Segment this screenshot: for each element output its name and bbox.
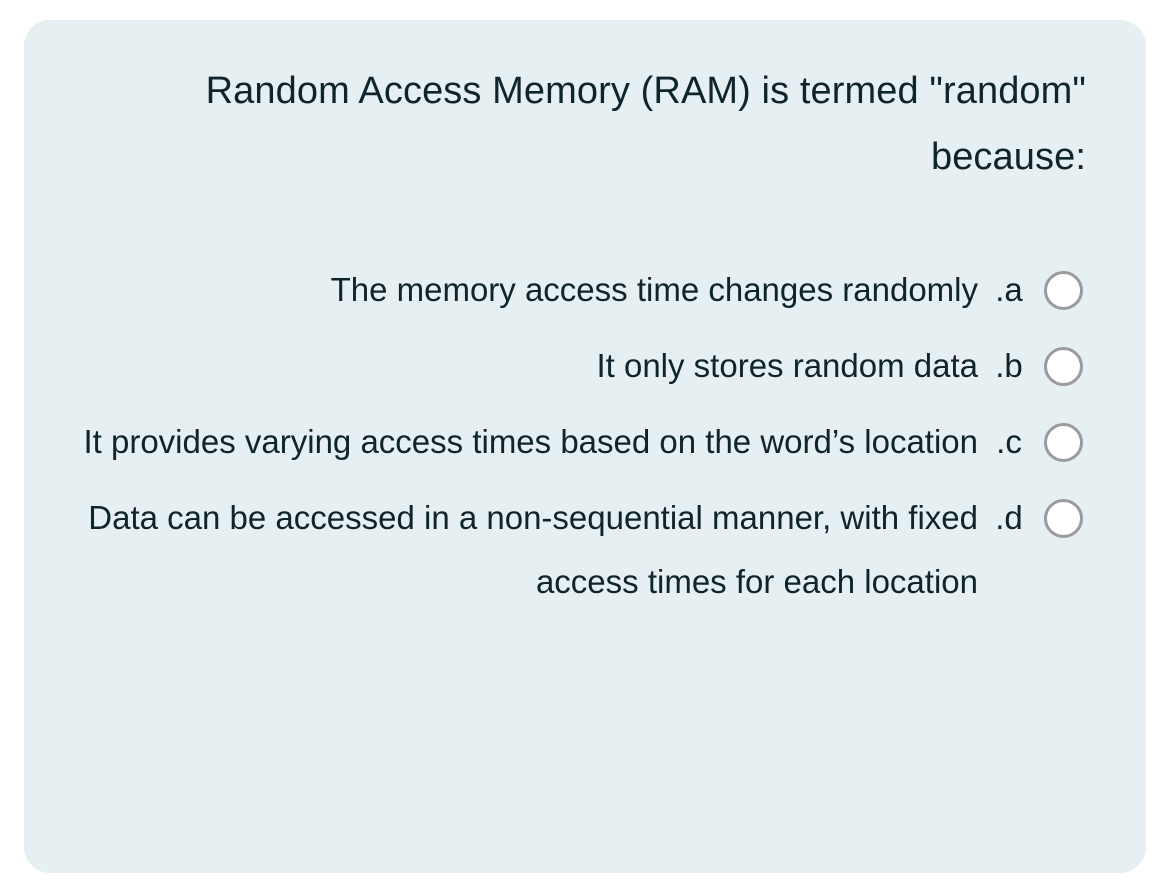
- radio-button-c[interactable]: [1043, 422, 1083, 462]
- answer-option-d-radio-cell: [1040, 486, 1086, 550]
- answer-option-b-text: It only stores random data: [596, 347, 978, 384]
- quiz-question-card: Random Access Memory (RAM) is termed "ra…: [24, 20, 1146, 873]
- answer-option-a-radio-cell: [1040, 258, 1086, 322]
- answer-option-c-label: .c: [996, 423, 1022, 460]
- answer-options-list: The memory access time changes randomly …: [60, 258, 1086, 626]
- answer-option-b[interactable]: It only stores random data .b: [60, 334, 1086, 398]
- answer-option-a-label: .a: [995, 271, 1023, 308]
- answer-option-a-text: The memory access time changes randomly: [330, 271, 978, 308]
- question-block: Random Access Memory (RAM) is termed "ra…: [60, 58, 1086, 190]
- answer-option-c-radio-cell: [1040, 410, 1086, 474]
- answer-option-d[interactable]: Data can be accessed in a non-sequential…: [60, 486, 1086, 614]
- answer-option-b-radio-cell: [1040, 334, 1086, 398]
- radio-button-d[interactable]: [1043, 498, 1083, 538]
- answer-option-d-label: .d: [995, 499, 1023, 536]
- radio-button-a[interactable]: [1043, 270, 1083, 310]
- answer-option-c-text: It provides varying access times based o…: [83, 423, 978, 460]
- answer-option-d-text: Data can be accessed in a non-sequential…: [88, 499, 978, 600]
- radio-button-b[interactable]: [1043, 346, 1083, 386]
- answer-option-c[interactable]: It provides varying access times based o…: [60, 410, 1086, 474]
- answer-option-a[interactable]: The memory access time changes randomly …: [60, 258, 1086, 322]
- question-text: Random Access Memory (RAM) is termed "ra…: [205, 70, 1086, 178]
- answer-option-b-label: .b: [995, 347, 1023, 384]
